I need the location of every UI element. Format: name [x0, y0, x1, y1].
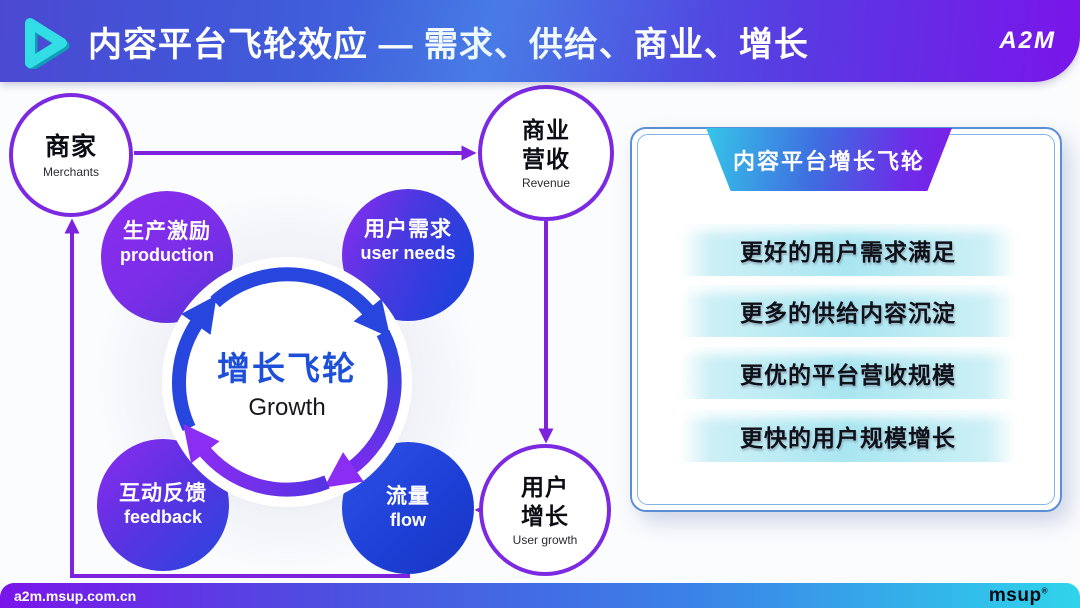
play-triangle-icon	[25, 18, 70, 69]
panel-item-2-text: 更多的供给内容沉淀	[740, 300, 956, 326]
panel-title: 内容平台增长飞轮	[732, 148, 925, 174]
panel-item-2: 更多的供给内容沉淀	[680, 285, 1016, 337]
msup-logo-text: msup	[988, 584, 1042, 606]
panel-ribbon: 内容平台增长飞轮	[706, 128, 952, 191]
flywheel-center-subtitle: Growth	[248, 394, 326, 421]
node-revenue: 商业 营收 Revenue	[478, 85, 614, 221]
satellite-user-needs: 用户需求 user needs	[342, 189, 474, 321]
node-user-growth-label-line1: 用户	[521, 474, 569, 501]
node-merchants-label: 商家	[44, 132, 97, 161]
flywheel-center-title: 增长飞轮	[217, 350, 357, 387]
msup-logo: msup®	[989, 585, 1048, 607]
satellite-user-needs-label: 用户需求	[364, 218, 452, 242]
satellite-feedback-label: 互动反馈	[119, 482, 207, 506]
footer-bar: a2m.msup.com.cn msup®	[0, 583, 1080, 608]
satellite-flow-label: 流量	[386, 485, 430, 509]
satellite-feedback: 互动反馈 feedback	[97, 439, 229, 571]
node-user-growth-label-line2: 增长	[521, 502, 569, 529]
panel-item-1: 更好的用户需求满足	[680, 224, 1016, 276]
satellite-user-needs-sublabel: user needs	[360, 243, 456, 264]
header-bar: 内容平台飞轮效应 — 需求、供给、商业、增长 A2M	[0, 0, 1080, 82]
node-revenue-label-line2: 营收	[522, 145, 570, 172]
flywheel-center: 增长飞轮 Growth	[191, 286, 383, 478]
node-user-growth: 用户 增长 User growth	[479, 444, 611, 576]
msup-logo-mark: ®	[1041, 586, 1048, 596]
node-revenue-label-line1: 商业	[522, 117, 570, 144]
page-title: 内容平台飞轮效应 — 需求、供给、商业、增长	[88, 25, 809, 64]
satellite-production-label: 生产激励	[123, 220, 211, 244]
panel-item-1-text: 更好的用户需求满足	[740, 239, 956, 265]
a2m-logo: A2M	[999, 27, 1056, 54]
panel-item-3-text: 更优的平台营收规模	[740, 362, 956, 388]
satellite-flow-sublabel: flow	[390, 510, 426, 531]
satellite-production: 生产激励 production	[101, 191, 233, 323]
satellite-production-sublabel: production	[120, 245, 214, 266]
panel-item-4-text: 更快的用户规模增长	[740, 425, 956, 451]
node-revenue-sublabel: Revenue	[521, 175, 571, 190]
satellite-feedback-sublabel: feedback	[123, 507, 203, 528]
panel-item-3: 更优的平台营收规模	[680, 347, 1016, 399]
node-merchants-sublabel: Merchants	[42, 164, 100, 179]
panel-item-4: 更快的用户规模增长	[680, 410, 1016, 462]
node-user-growth-sublabel: User growth	[512, 532, 578, 547]
node-merchants: 商家 Merchants	[9, 93, 133, 217]
growth-flywheel-panel: 内容平台增长飞轮 更好的用户需求满足 更多的供给内容沉淀 更优的平台营收规模 更…	[630, 127, 1062, 512]
footer-url: a2m.msup.com.cn	[14, 587, 137, 604]
satellite-flow: 流量 flow	[342, 442, 474, 574]
